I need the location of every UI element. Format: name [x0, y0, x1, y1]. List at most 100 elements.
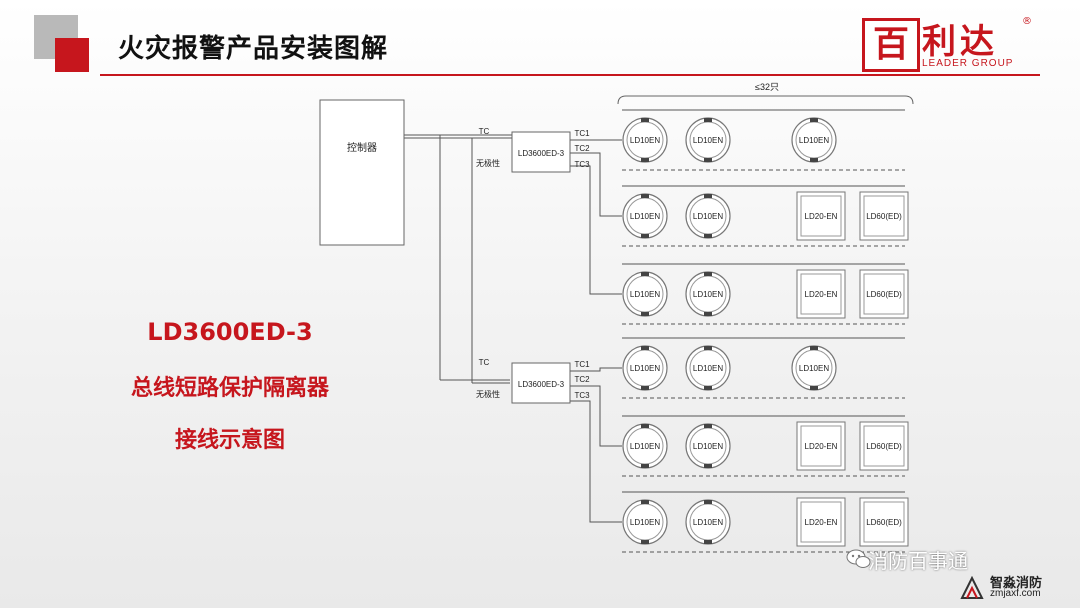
- module-b-label-r3: LD60(ED): [866, 290, 902, 299]
- module-b-r2: [859, 191, 909, 241]
- module-a-inner-r6: [800, 501, 842, 543]
- detector-label-r3-2: LD10EN: [693, 290, 723, 299]
- feeder-bottom-3: [570, 400, 622, 523]
- feeder-bottom-1: [570, 367, 622, 372]
- detector-terminal-b-r1-3: [810, 158, 818, 162]
- module-a-r5: [796, 421, 846, 471]
- module-a-r2: [796, 191, 846, 241]
- detector-label-r4-3: LD10EN: [799, 364, 829, 373]
- tc2-label-bottom: TC2: [574, 375, 590, 384]
- detector-terminal-b-r5-1: [641, 464, 649, 468]
- nonpolar-label-bottom: 无极性: [476, 389, 500, 399]
- detector-terminal-r3-2: [704, 272, 712, 276]
- tc-label-bottom: TC: [479, 358, 490, 367]
- module-a-r6: [796, 497, 846, 547]
- page-title: 火灾报警产品安装图解: [118, 34, 389, 64]
- detector-label-r1-3: LD10EN: [799, 136, 829, 145]
- module-b-inner-r6: [863, 501, 905, 543]
- detector-terminal-b-r4-1: [641, 386, 649, 390]
- module-b-label-r5: LD60(ED): [866, 442, 902, 451]
- detector-label-r2-2: LD10EN: [693, 212, 723, 221]
- detector-terminal-b-r3-2: [704, 312, 712, 316]
- detector-label-r3-1: LD10EN: [630, 290, 660, 299]
- watermark-text: 消防百事通: [868, 549, 968, 573]
- detector-terminal-r4-3: [810, 346, 818, 350]
- isolator-top: [511, 131, 571, 173]
- tc3-label-bottom: TC3: [574, 391, 590, 400]
- caption-line1: 总线短路保护隔离器: [130, 376, 329, 401]
- module-b-r3: [859, 269, 909, 319]
- module-a-label-r6: LD20-EN: [805, 518, 838, 527]
- module-b-label-r6: LD60(ED): [866, 518, 902, 527]
- detector-terminal-r4-2: [704, 346, 712, 350]
- detector-terminal-r5-1: [641, 424, 649, 428]
- detector-terminal-r6-2: [704, 500, 712, 504]
- module-a-label-r3: LD20-EN: [805, 290, 838, 299]
- module-b-r6: [859, 497, 909, 547]
- detector-terminal-b-r5-2: [704, 464, 712, 468]
- logo-registered: ®: [1022, 16, 1032, 27]
- site-name: 智淼消防: [990, 576, 1043, 591]
- feeder-bottom-2: [570, 385, 622, 447]
- detector-label-r6-1: LD10EN: [630, 518, 660, 527]
- detector-terminal-b-r6-1: [641, 540, 649, 544]
- decor-red-square: [55, 38, 89, 72]
- tc1-label-bottom: TC1: [574, 360, 590, 369]
- controller-label: 控制器: [347, 141, 377, 154]
- detector-label-r2-1: LD10EN: [630, 212, 660, 221]
- brand-logo: 百 利达 ® LEADER GROUP: [862, 14, 1042, 72]
- site-watermark: 智淼消防 zmjaxf.com: [960, 572, 1070, 602]
- module-b-inner-r2: [863, 195, 905, 237]
- detector-terminal-r2-1: [641, 194, 649, 198]
- detector-terminal-r4-1: [641, 346, 649, 350]
- tc3-label-top: TC3: [574, 160, 590, 169]
- limit-brace: [617, 95, 914, 105]
- detector-terminal-r1-1: [641, 118, 649, 122]
- limit-label: ≤32只: [755, 82, 779, 92]
- detector-terminal-b-r3-1: [641, 312, 649, 316]
- detector-terminal-b-r1-2: [704, 158, 712, 162]
- detector-terminal-b-r6-2: [704, 540, 712, 544]
- tc1-label-top: TC1: [574, 129, 590, 138]
- caption-line2: 接线示意图: [174, 428, 285, 453]
- title-divider: [100, 74, 1040, 76]
- tc-label-top: TC: [479, 127, 490, 136]
- detector-terminal-r5-2: [704, 424, 712, 428]
- logo-name: 利达: [922, 22, 998, 62]
- isolator-label-top: LD3600ED-3: [518, 149, 565, 158]
- controller-box: [319, 99, 405, 246]
- detector-label-r5-1: LD10EN: [630, 442, 660, 451]
- module-a-label-r5: LD20-EN: [805, 442, 838, 451]
- detector-terminal-r6-1: [641, 500, 649, 504]
- detector-terminal-b-r4-2: [704, 386, 712, 390]
- detector-terminal-b-r2-2: [704, 234, 712, 238]
- isolator-bottom: [511, 362, 571, 404]
- module-a-inner-r2: [800, 195, 842, 237]
- module-a-r3: [796, 269, 846, 319]
- isolator-label-bottom: LD3600ED-3: [518, 380, 565, 389]
- detector-label-r4-1: LD10EN: [630, 364, 660, 373]
- detector-terminal-r1-3: [810, 118, 818, 122]
- feeder-top-3: [570, 165, 622, 295]
- nonpolar-label-top: 无极性: [476, 158, 500, 168]
- logo-mark: 百: [862, 18, 920, 72]
- detector-terminal-r2-2: [704, 194, 712, 198]
- detector-label-r4-2: LD10EN: [693, 364, 723, 373]
- caption-model: LD3600ED-3: [147, 318, 313, 346]
- wechat-icon: [846, 549, 871, 568]
- detector-label-r6-2: LD10EN: [693, 518, 723, 527]
- module-b-inner-r3: [863, 273, 905, 315]
- logo-subtitle: LEADER GROUP: [922, 58, 1014, 69]
- site-url: zmjaxf.com: [990, 588, 1041, 599]
- module-a-label-r2: LD20-EN: [805, 212, 838, 221]
- detector-terminal-r1-2: [704, 118, 712, 122]
- module-b-label-r2: LD60(ED): [866, 212, 902, 221]
- detector-label-r1-2: LD10EN: [693, 136, 723, 145]
- detector-label-r5-2: LD10EN: [693, 442, 723, 451]
- module-a-inner-r5: [800, 425, 842, 467]
- detector-terminal-b-r1-1: [641, 158, 649, 162]
- module-a-inner-r3: [800, 273, 842, 315]
- detector-terminal-b-r4-3: [810, 386, 818, 390]
- module-b-r5: [859, 421, 909, 471]
